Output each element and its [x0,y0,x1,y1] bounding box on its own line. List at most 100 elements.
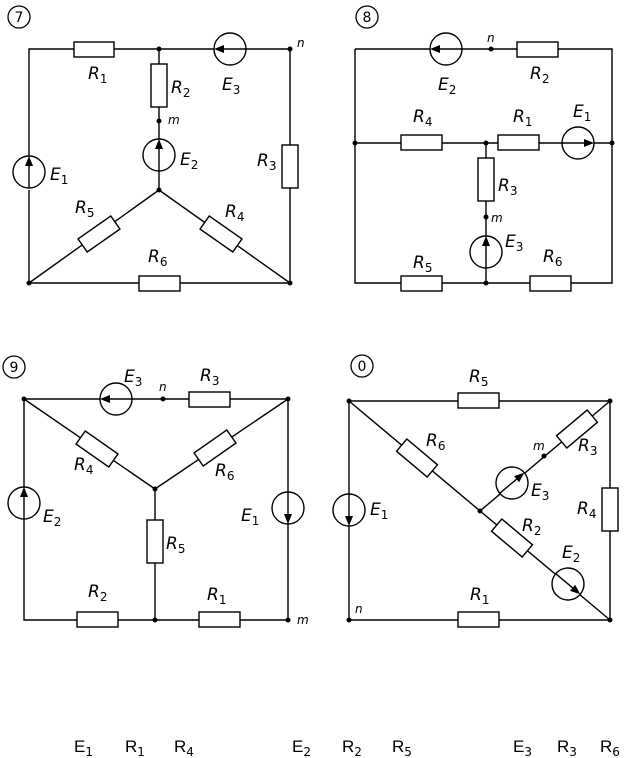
source-e2 [7,486,41,520]
circuit-8: 8 R2 R4 R1 [352,5,615,292]
source-e2 [142,138,176,172]
label-r5: R5 [166,534,185,556]
resistor-r5 [400,275,443,292]
label-e1: E1 [50,165,68,187]
node-m-dot [285,617,291,623]
label-r3: R3 [257,151,276,173]
resistor-r3 [188,391,231,408]
label-e3: E3 [505,232,523,254]
label-r4: R4 [74,455,93,477]
resistor-r5 [77,215,121,253]
label-r1: R1 [207,585,226,607]
label-r2: R2 [530,64,549,86]
source-e1 [271,491,305,525]
resistor-r1 [73,41,115,58]
circuit-number: 8 [363,10,372,26]
node-m-dot [483,214,489,220]
resistor-r5 [457,392,500,409]
footer-legend: E1 R1 R4 E2 R2 R5 E3 R3 R6 [74,737,620,758]
resistor-r2 [516,41,559,58]
node-n-dot [346,617,352,623]
resistor-r6 [529,275,572,292]
circuit-9: 9 R3 R4 R6 [2,355,309,628]
resistor-r4 [199,215,243,253]
source-e1 [332,493,366,527]
label-r6: R6 [148,247,167,269]
resistor-r6 [193,429,237,467]
junction-dot [607,617,613,623]
label-e3: E3 [222,75,240,97]
junction-dot [477,508,483,514]
label-r3: R3 [200,366,219,388]
circuit-number: 9 [10,360,19,376]
junction-dot [352,140,358,146]
legend-item: R1 [125,737,145,758]
label-e3: E3 [531,481,549,503]
circuit-0: 0 [332,354,619,628]
label-r1: R1 [513,107,532,129]
source-e3 [495,466,529,500]
label-r1: R1 [470,585,489,607]
circuit-7: 7 [7,5,305,292]
legend-item: R3 [557,737,577,758]
source-e2 [551,567,585,601]
node-m-dot [156,118,162,124]
resistor-r1 [497,134,540,151]
resistor-r3 [477,157,495,202]
junction-dot [287,46,293,52]
circuit-number: 7 [15,10,24,26]
resistor-r1 [198,611,241,628]
resistor-r3 [281,144,299,189]
node-label-m: m [533,439,545,453]
source-e1 [12,155,46,189]
resistor-r2 [150,63,168,108]
label-r1: R1 [88,64,107,86]
label-e3: E3 [124,367,142,389]
label-r2: R2 [522,516,541,538]
label-r5: R5 [469,367,488,389]
resistor-r6 [138,275,181,292]
circuit-number-badge [2,355,26,379]
resistor-r3 [555,409,599,449]
node-label-n: n [159,380,167,394]
node-label-m: m [168,113,180,127]
legend-item: E3 [513,737,532,758]
label-r2: R2 [88,582,107,604]
label-r2: R2 [171,78,190,100]
label-r4: R4 [577,499,596,521]
node-label-n: n [355,602,363,616]
circuit-number-badge [7,5,31,29]
node-label-m: m [491,211,503,225]
junction-dot [156,187,162,193]
node-n-dot [488,46,494,52]
label-r3: R3 [498,176,517,198]
label-r6: R6 [426,431,445,453]
circuit-number-badge [355,5,379,29]
legend-item: E1 [74,737,93,758]
resistor-r4 [75,430,119,468]
source-e1 [561,126,595,160]
junction-dot [156,46,162,52]
label-e1: E1 [370,500,388,522]
label-e2: E2 [438,75,456,97]
node-m-dot [541,453,547,459]
circuit-number: 0 [358,359,367,375]
junction-dot [346,398,352,404]
node-label-m: m [297,613,309,627]
legend-item: R4 [174,737,194,758]
source-e2 [429,32,463,66]
legend-item: E2 [292,737,311,758]
resistor-r4 [400,134,443,151]
junction-dot [21,396,27,402]
label-e2: E2 [180,150,198,172]
circuit-number-badge [350,354,374,378]
resistor-r2 [490,518,534,558]
junction-dot [285,396,291,402]
label-r5: R5 [413,253,432,275]
source-e3 [99,382,133,416]
label-e2: E2 [562,543,580,565]
label-e1: E1 [573,102,591,124]
junction-dot [26,280,32,286]
